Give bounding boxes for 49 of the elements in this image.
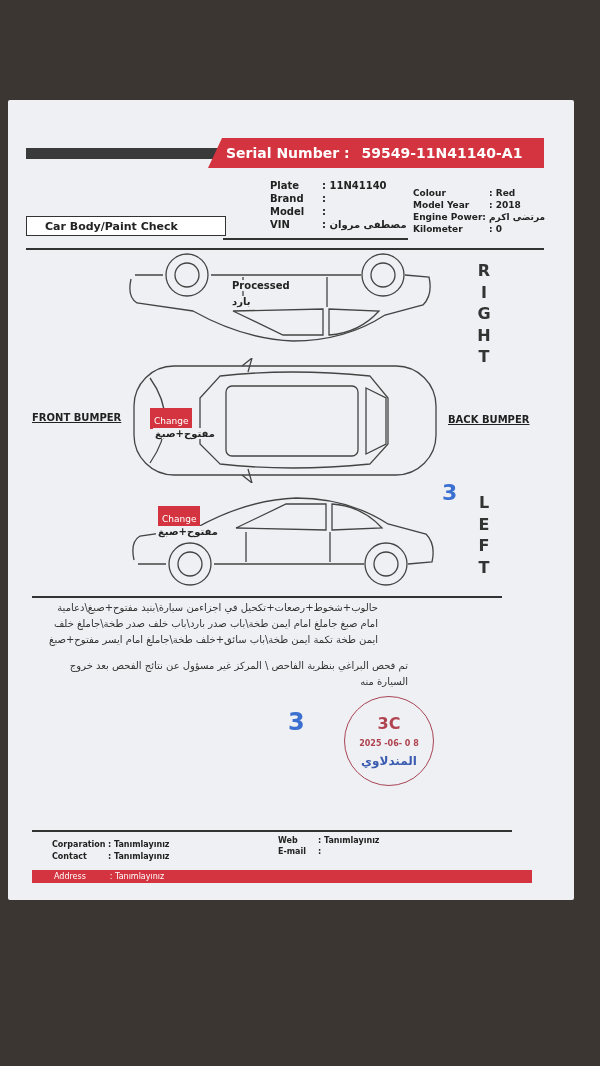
address-value: : Tanımlayınız <box>109 872 165 881</box>
footer-label: Corparation <box>52 840 106 849</box>
field-value: : 11N41140 <box>322 180 387 191</box>
side-label: RIGHT <box>476 260 492 368</box>
damage-note: مفتوح+صبغ <box>153 428 217 439</box>
disclaimer-note: تم فحص البراغي بنظرية الفاحص \ المركز غير مسؤول عن نتائج الفحص بعد خروج السيارة منه <box>68 659 408 689</box>
field-value: : <box>322 206 326 217</box>
field-label: Model <box>270 206 305 217</box>
stamp-name: المندلاوي <box>361 754 417 768</box>
damage-note: مفتوح+صبغ <box>156 526 220 537</box>
footer-value: : <box>318 847 322 856</box>
serial-label: Serial Number : <box>226 145 350 161</box>
footer-label: Web <box>278 836 298 845</box>
field-label: VIN <box>270 219 290 230</box>
field-label: Colour <box>413 188 446 198</box>
inspection-notes: حالوب+شخوط+رصعات+تكحيل في اجزاءمن سيارة\بنيد مفتوح+صبغ\دعامية امام صبغ جاملغ امام ايمن طخة\باب صدر بارد\باب خلف صدر طخة\جاملغ خلف ايمن طخة تكمة ايمن طخة\باب سائق+خلف طخة\جاملغ امام ايسر مفتوح+صبغ <box>48 601 378 648</box>
status-tag: Change <box>150 408 193 429</box>
field-value: : <box>322 193 326 204</box>
field-value: : مصطفى مروان <box>322 219 407 230</box>
field-value: مرتضى اكرم <box>489 212 546 222</box>
field-value: : 2018 <box>489 200 521 210</box>
field-label: Plate <box>270 180 300 191</box>
footer-value: : Tanımlayınız <box>318 836 380 845</box>
stamp-code: 3C <box>377 714 401 733</box>
handwritten-number: 3 <box>288 708 305 736</box>
serial-number: 59549-11N41140-A1 <box>361 145 523 161</box>
address-label: Address <box>54 872 86 881</box>
bumper-label: BACK BUMPER <box>448 414 530 425</box>
footer-label: Contact <box>52 852 87 861</box>
damage-note: Processed <box>230 280 292 291</box>
damage-note: بارد <box>230 296 253 307</box>
address-bar <box>32 870 532 883</box>
serial-banner <box>208 138 544 168</box>
side-label: LEFT <box>477 492 491 579</box>
field-value: : 0 <box>489 224 502 234</box>
status-tag: Change <box>158 506 201 527</box>
footer-value: : Tanımlayınız <box>108 840 170 849</box>
handwritten-number: 3 <box>442 480 458 505</box>
field-label: Kilometer <box>413 224 463 234</box>
footer-label: E-mail <box>278 847 306 856</box>
section-title-box <box>26 216 226 236</box>
stamp-date: 2025 -06- 0 8 <box>359 739 419 748</box>
section-title: Car Body/Paint Check <box>45 219 178 233</box>
footer-value: : Tanımlayınız <box>108 852 170 861</box>
field-label: Brand <box>270 193 304 204</box>
field-value: : Red <box>489 188 516 198</box>
bumper-label: FRONT BUMPER <box>32 412 122 423</box>
field-label: Engine Power: <box>413 212 486 222</box>
field-label: Model Year <box>413 200 470 210</box>
